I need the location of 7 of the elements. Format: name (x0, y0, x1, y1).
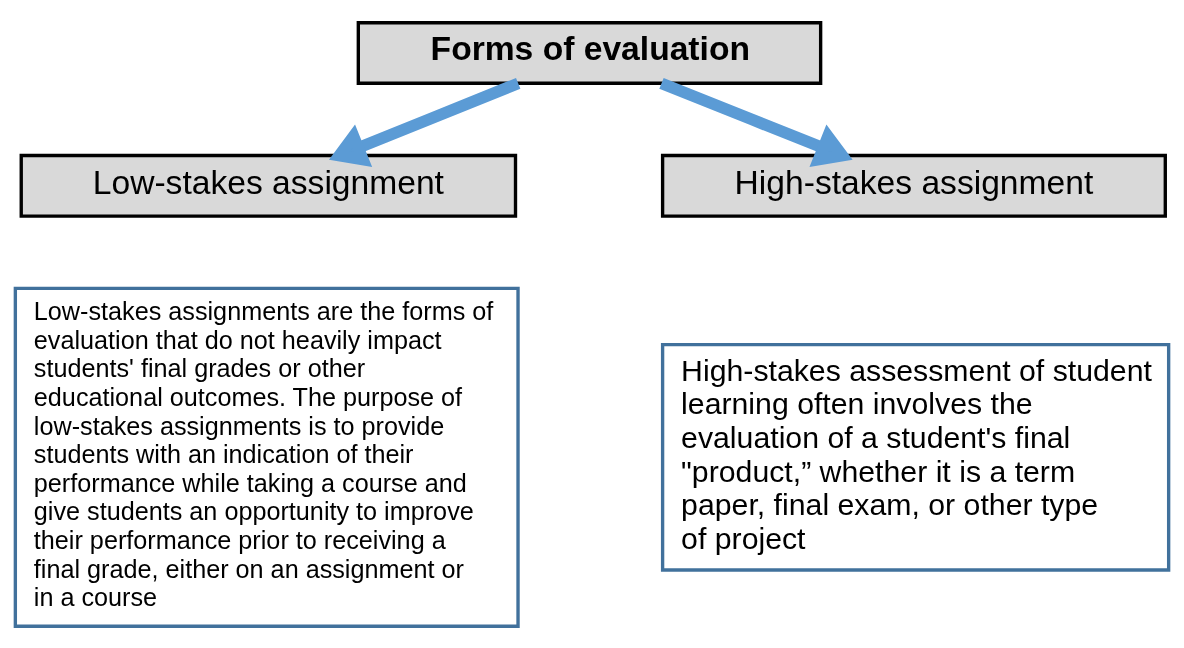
node-box: High-stakes assessment of student learning often involves the evaluation of a student's final "product,” whether it is a term paper, final exam, or other type of project (660, 342, 1171, 572)
node-box: Low-stakes assignment (19, 153, 518, 218)
arrow (659, 77, 853, 167)
arrow (328, 77, 521, 167)
node-box: High-stakes assignment (660, 153, 1167, 218)
node-box: Forms of evaluation (356, 20, 823, 85)
node-box: Low-stakes assignments are the forms of evaluation that do not heavily impact students' final grades or other educational outcomes. The purpose of low-stakes assignments is to provide students with an indication of their performance while taking a course and give students an opportunity to improve their performance prior to receiving a final grade, either on an assignment or in a course (13, 286, 520, 628)
